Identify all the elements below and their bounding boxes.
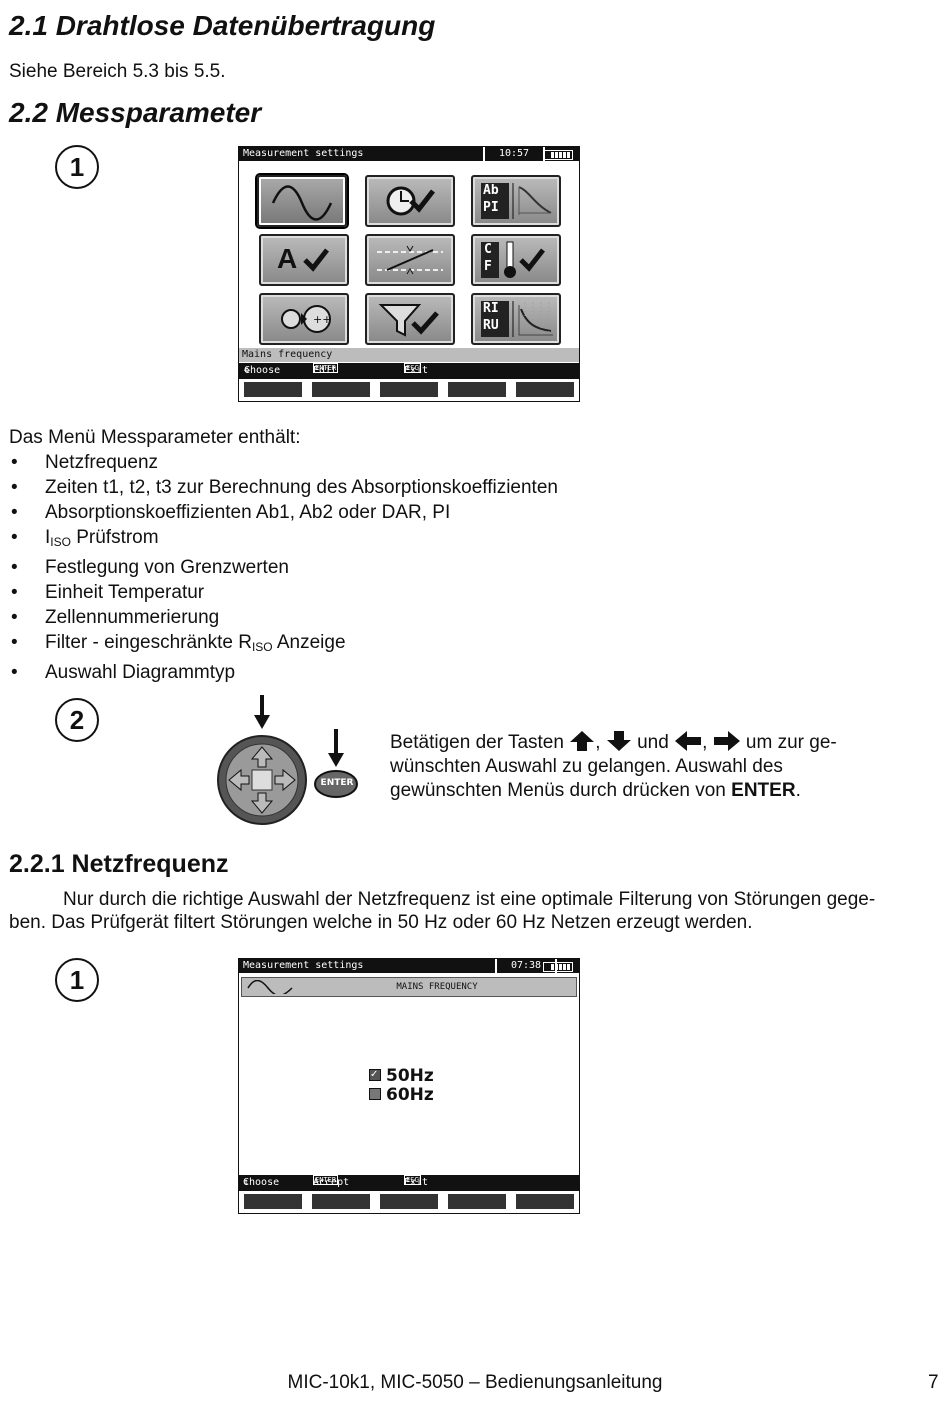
cell-numbering-icon[interactable]: ++ [259, 293, 349, 345]
section-2-2-1-line1: Nur durch die richtige Auswahl der Netzf… [63, 889, 876, 910]
screen-title: Measurement settings [243, 960, 364, 971]
list-item: Filter - eingeschränkte RISO Anzeige [9, 630, 709, 660]
soft-key-3[interactable] [380, 382, 438, 397]
list-item: Festlegung von Grenzwerten [9, 555, 709, 580]
section-2-1-text: Siehe Bereich 5.3 bis 5.5. [9, 61, 226, 82]
section-2-2-1-line2: ben. Das Prüfgerät filtert Störungen wel… [9, 912, 753, 933]
step-1-marker-2: 1 [55, 958, 99, 1002]
soft-key-5[interactable] [516, 1194, 574, 1209]
screen-title-bar: Measurement settings 10:57 [239, 147, 579, 161]
arrow-down-icon [606, 731, 631, 751]
step-2-instructions: Betätigen der Tasten , und , um zur ge- … [390, 731, 837, 801]
sine-wave-icon[interactable] [257, 175, 347, 227]
soft-keys [239, 380, 579, 400]
device-screen-mains-frequency: Measurement settings 07:38 MAINS FREQUEN… [238, 958, 580, 1214]
soft-key-4[interactable] [448, 382, 506, 397]
list-item: Zeiten t1, t2, t3 zur Berechnung des Abs… [9, 475, 709, 500]
screen-title-bar: Measurement settings 07:38 [239, 959, 579, 973]
option-50hz[interactable]: ✓50Hz [369, 1066, 434, 1086]
section-2-1-title: 2.1 Drahtlose Datenübertragung [9, 10, 436, 41]
ab-label: Ab [483, 183, 499, 198]
list-item: Netzfrequenz [9, 450, 709, 475]
a-label: A [277, 243, 298, 274]
c-label: C [484, 242, 492, 257]
step-1-marker: 1 [55, 145, 99, 189]
ab-pi-icon[interactable]: Ab PI [471, 175, 561, 227]
menu-intro: Das Menü Messparameter enthält: [9, 427, 301, 448]
section-2-2-title: 2.2 Messparameter [9, 97, 262, 128]
option-60hz[interactable]: 60Hz [369, 1086, 434, 1105]
list-item: Einheit Temperatur [9, 580, 709, 605]
soft-keys [239, 1192, 579, 1212]
limits-icon[interactable] [365, 234, 455, 286]
ri-ru-graph-icon[interactable]: RI RU [471, 293, 561, 345]
status-bar: Mains frequency [239, 348, 579, 362]
keypad-illustration [217, 695, 358, 825]
ri-label: RI [483, 301, 499, 316]
temperature-unit-icon[interactable]: C F [471, 234, 561, 286]
pi-label: PI [483, 200, 499, 215]
f-label: F [484, 259, 492, 274]
arrow-up-icon [570, 731, 595, 751]
submenu-title: MAINS FREQUENCY [396, 982, 478, 992]
list-item: Zellennummerierung [9, 605, 709, 630]
enter-key-label: ENTER [320, 778, 354, 788]
section-2-2-1-title: 2.2.1 Netzfrequenz [9, 850, 229, 878]
arrow-left-icon [675, 731, 702, 751]
menu-list: Netzfrequenz Zeiten t1, t2, t3 zur Berec… [9, 450, 709, 685]
soft-key-2[interactable] [312, 1194, 370, 1209]
checkbox-checked-icon[interactable]: ✓ [369, 1069, 381, 1081]
up-down-icon: ↕ [243, 1177, 250, 1188]
checkbox-unchecked-icon[interactable] [369, 1088, 381, 1100]
move-cross-icon: ✥ [244, 365, 251, 376]
frequency-options: ✓50Hz 60Hz [369, 1067, 434, 1105]
sine-wave-icon [247, 980, 293, 994]
soft-key-5[interactable] [516, 382, 574, 397]
svg-text:++: ++ [313, 313, 331, 326]
footer-title: MIC-10k1, MIC-5050 – Bedienungsanleitung [287, 1372, 663, 1393]
voltage-check-icon[interactable]: A [259, 234, 349, 286]
soft-key-1[interactable] [244, 1194, 302, 1209]
battery-icon [543, 962, 573, 972]
soft-key-1[interactable] [244, 382, 302, 397]
filter-check-icon[interactable] [365, 293, 455, 345]
ru-label: RU [483, 318, 499, 333]
soft-key-4[interactable] [448, 1194, 506, 1209]
arrow-right-icon [713, 731, 740, 751]
list-item: Auswahl Diagrammtyp [9, 660, 709, 685]
list-item: IISO Prüfstrom [9, 525, 709, 555]
soft-key-3[interactable] [380, 1194, 438, 1209]
battery-icon [543, 150, 573, 160]
screen-clock: 10:57 [483, 147, 545, 161]
list-item: Absorptionskoeffizienten Ab1, Ab2 oder D… [9, 500, 709, 525]
soft-key-2[interactable] [312, 382, 370, 397]
device-screen-settings-menu: Measurement settings 10:57 Ab PI A C F +… [238, 146, 580, 402]
step-2-marker: 2 [55, 698, 99, 742]
screen-title: Measurement settings [243, 148, 364, 159]
time-check-icon[interactable] [365, 175, 455, 227]
page-number: 7 [928, 1372, 939, 1393]
submenu-header: MAINS FREQUENCY [241, 977, 577, 997]
